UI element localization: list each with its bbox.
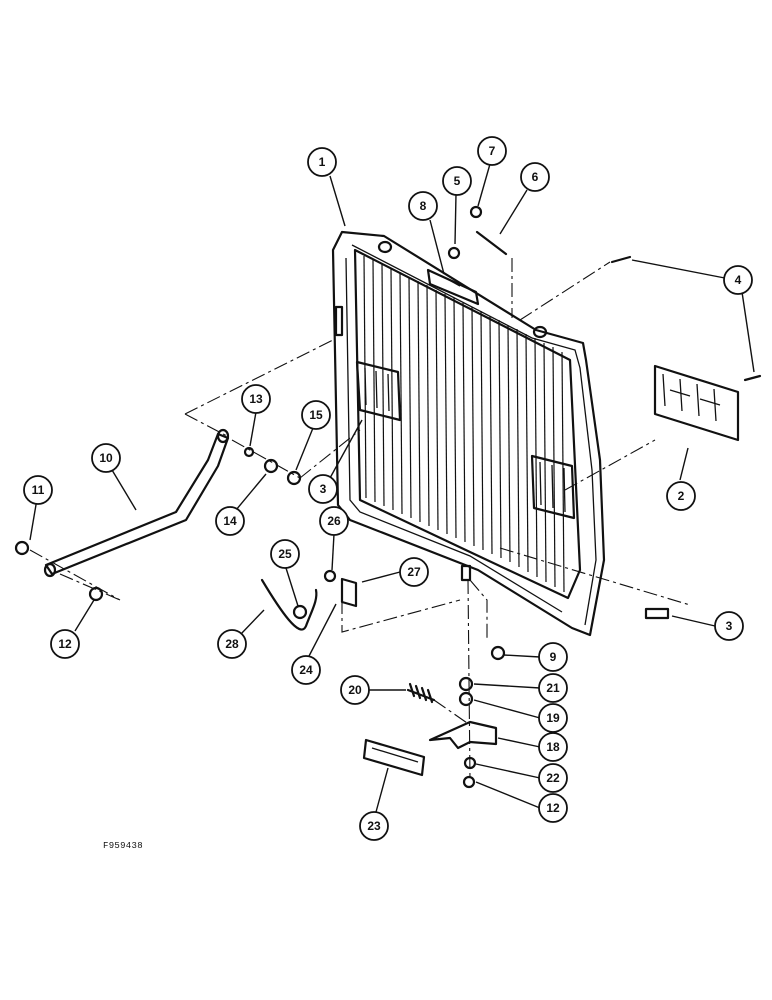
callout-3b: 3 (714, 611, 744, 641)
callout-20: 20 (340, 675, 370, 705)
callout-label: 3 (320, 482, 327, 496)
callout-label: 3 (726, 619, 733, 633)
callout-8: 8 (408, 191, 438, 221)
callout-12a: 12 (50, 629, 80, 659)
callout-18: 18 (538, 732, 568, 762)
callout-label: 21 (546, 681, 560, 695)
callout-label: 11 (32, 483, 45, 497)
callout-14: 14 (215, 506, 245, 536)
callout-label: 26 (327, 514, 341, 528)
callout-12b: 12 (538, 793, 568, 823)
figure-id: F959438 (103, 841, 143, 851)
callout-label: 24 (299, 663, 313, 677)
callout-21: 21 (538, 673, 568, 703)
assembly-lines (29, 258, 691, 781)
callout-4: 4 (723, 265, 753, 295)
support-arm (43, 428, 230, 578)
callout-label: 7 (489, 144, 496, 158)
callout-28: 28 (217, 629, 247, 659)
callout-13: 13 (241, 384, 271, 414)
callout-label: 28 (225, 637, 239, 651)
callout-26: 26 (319, 506, 349, 536)
screen-panel (331, 230, 606, 637)
callout-7: 7 (477, 136, 507, 166)
bracket-part-2 (653, 364, 740, 442)
hardware (14, 205, 762, 789)
callout-25: 25 (270, 539, 300, 569)
callout-label: 22 (546, 771, 560, 785)
callout-label: 5 (454, 174, 461, 188)
callout-label: 23 (367, 819, 381, 833)
callout-10: 10 (91, 443, 121, 473)
plate-part-3 (644, 607, 670, 620)
grille-slats (363, 255, 565, 593)
callout-label: 15 (309, 408, 323, 422)
callout-23: 23 (359, 811, 389, 841)
callout-15: 15 (301, 400, 331, 430)
callout-label: 10 (99, 451, 113, 465)
callout-label: 20 (348, 683, 362, 697)
callout-label: 1 (319, 155, 326, 169)
callout-label: 9 (550, 650, 557, 664)
callout-27: 27 (399, 557, 429, 587)
callout-label: 12 (546, 801, 560, 815)
callout-label: 4 (735, 273, 742, 287)
callout-9: 9 (538, 642, 568, 672)
callout-label: 8 (420, 199, 427, 213)
callout-label: 14 (223, 514, 237, 528)
callout-5: 5 (442, 166, 472, 196)
callout-1: 1 (307, 147, 337, 177)
callout-label: 12 (58, 637, 72, 651)
callout-3a: 3 (308, 474, 338, 504)
callout-19: 19 (538, 703, 568, 733)
callout-label: 27 (407, 565, 421, 579)
callout-6: 6 (520, 162, 550, 192)
callout-label: 25 (278, 547, 292, 561)
callout-22: 22 (538, 763, 568, 793)
leader-lines (29, 163, 755, 813)
callout-label: 18 (546, 740, 560, 754)
callout-label: 6 (532, 170, 539, 184)
callout-label: 2 (678, 489, 685, 503)
callout-11: 11 (23, 475, 53, 505)
callout-24: 24 (291, 655, 321, 685)
callout-label: 19 (546, 711, 560, 725)
callout-2: 2 (666, 481, 696, 511)
callout-label: 13 (249, 392, 263, 406)
